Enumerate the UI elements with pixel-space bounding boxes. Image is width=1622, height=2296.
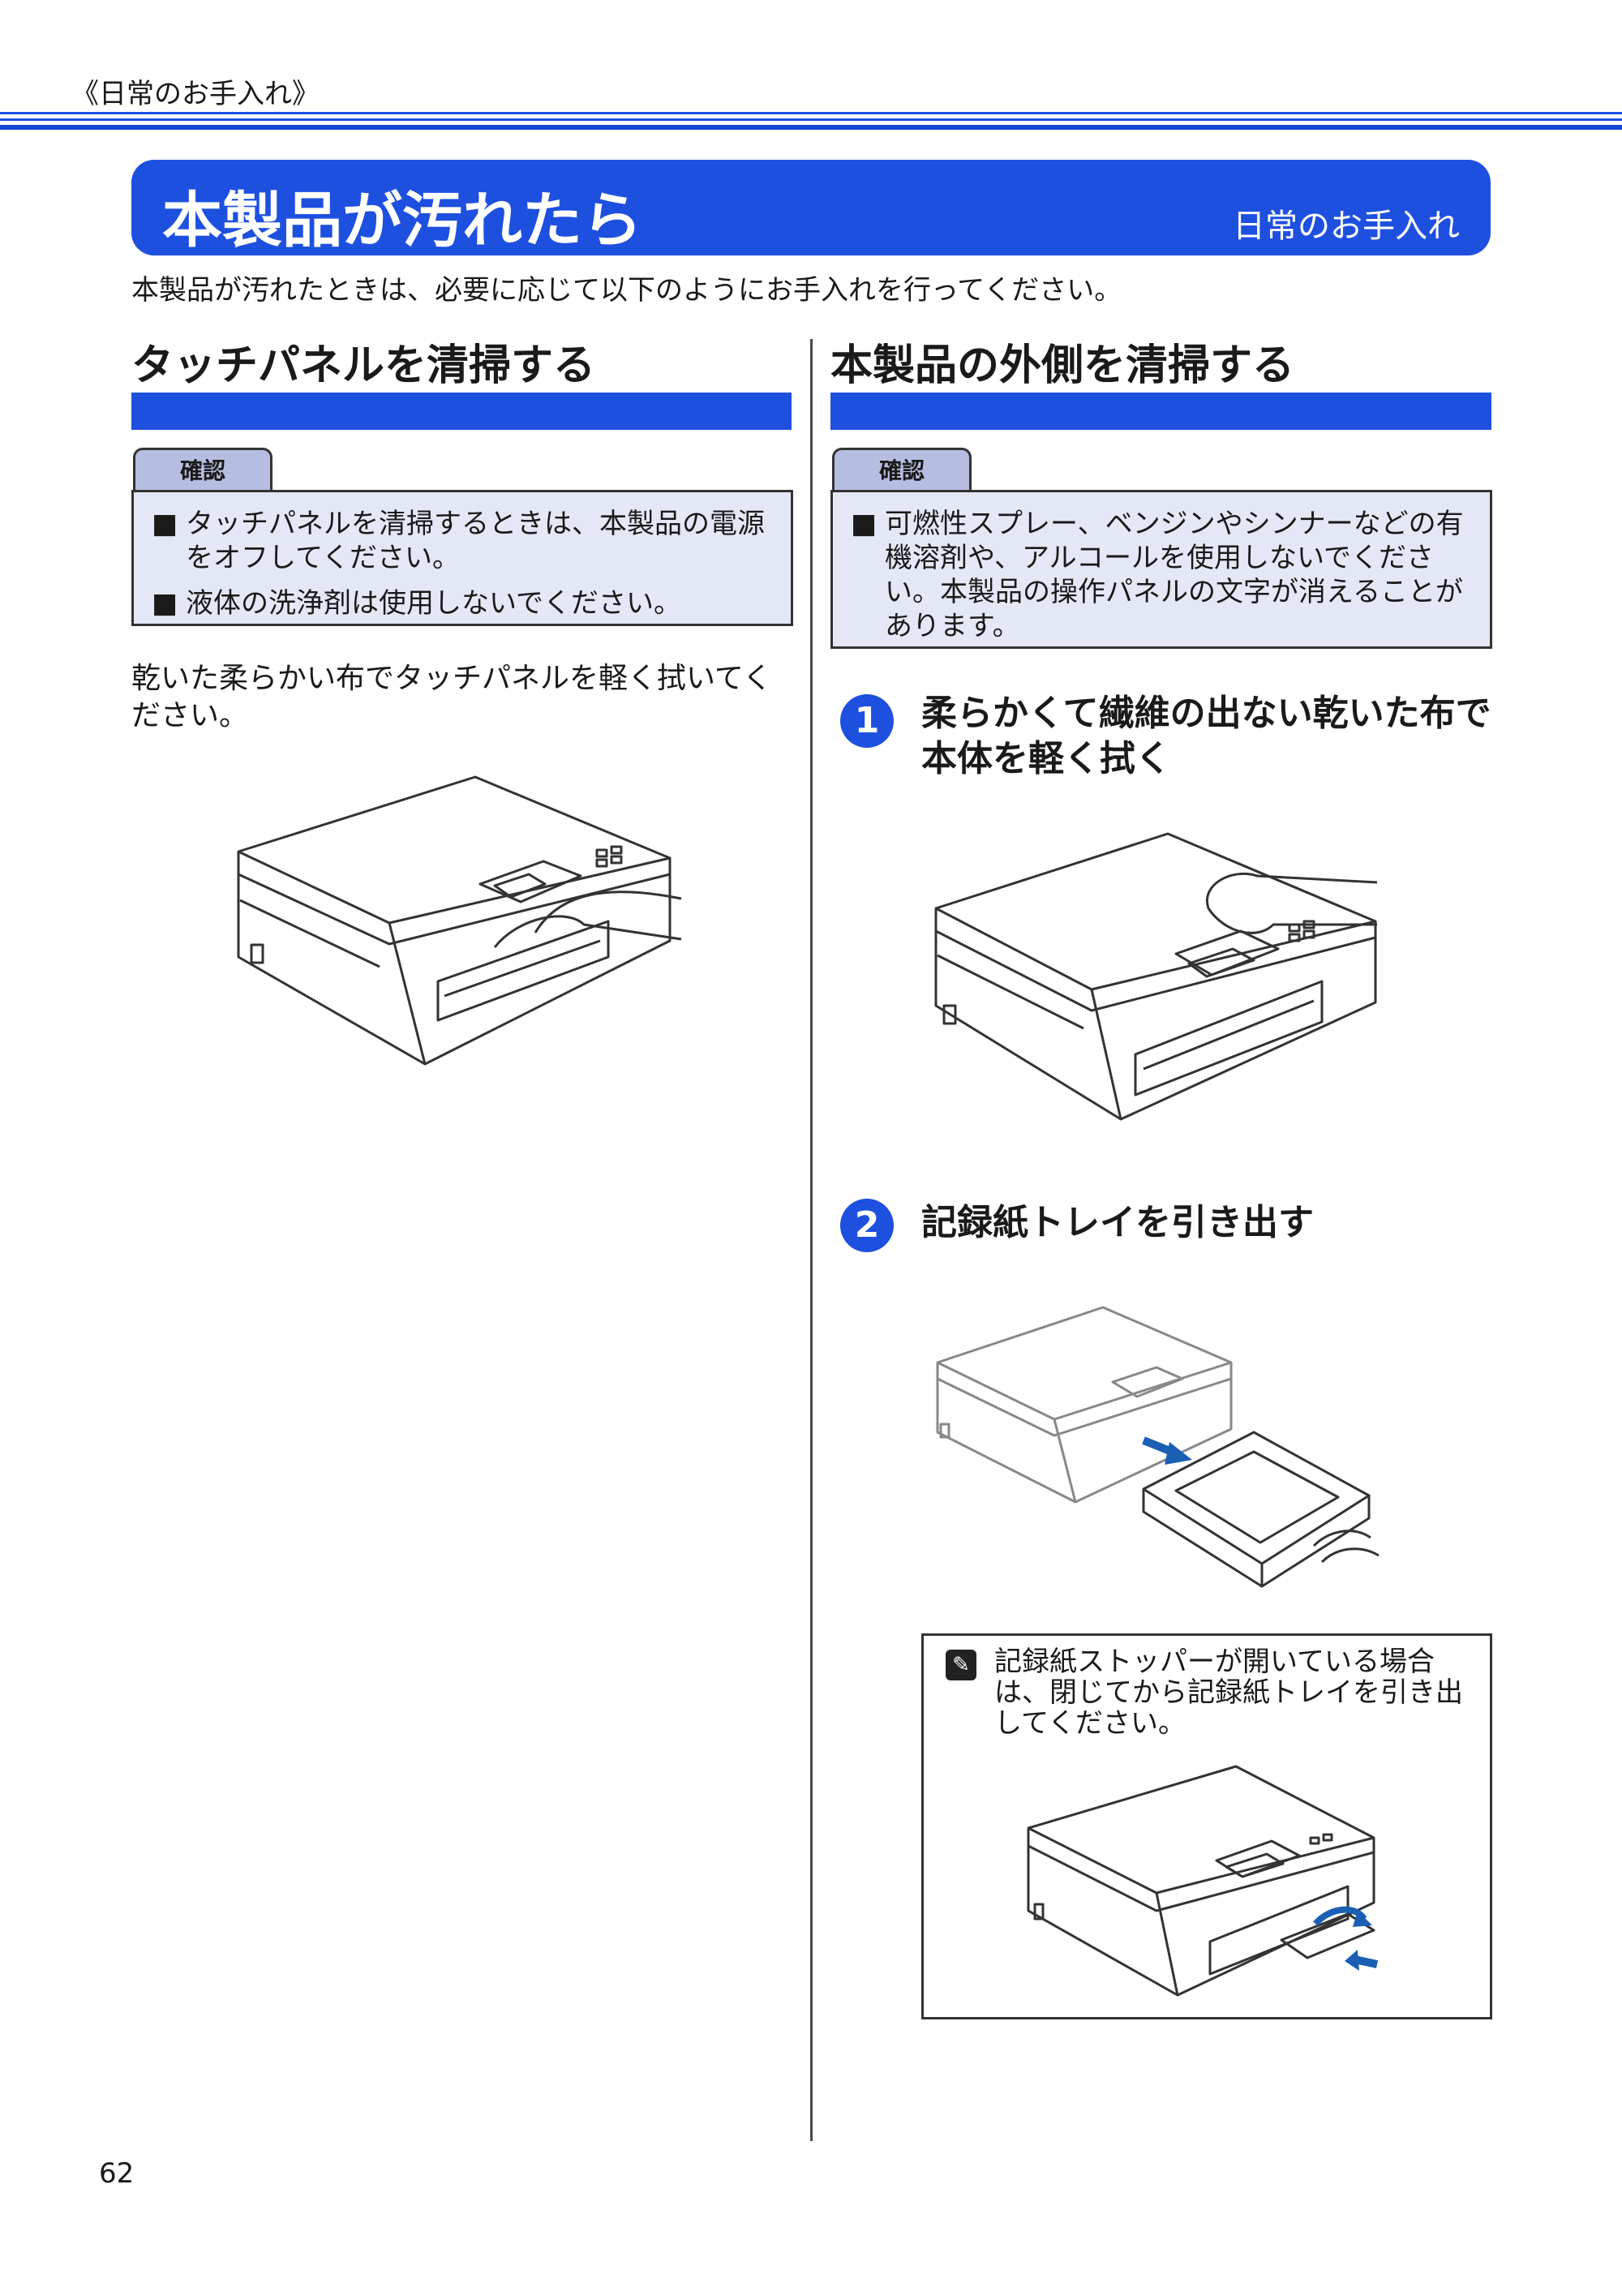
- touch-panel-instruction: 乾いた柔らかい布でタッチパネルを軽く拭いてください。: [131, 662, 772, 732]
- confirm-tab: 確認: [832, 448, 972, 491]
- note-box: [921, 1633, 1492, 2019]
- list-item: ■可燃性スプレー、ベンジンやシンナーなどの有機溶剤や、アルコールを使用しないでく…: [851, 508, 1464, 642]
- printer-stopper-illustration: [1027, 1765, 1379, 1997]
- page-title-banner: [131, 160, 1491, 255]
- section-title-exterior: 本製品の外側を清掃する: [830, 341, 1295, 390]
- header-rule-3: [0, 125, 1622, 130]
- confirm-box: ■可燃性スプレー、ベンジンやシンナーなどの有機溶剤や、アルコールを使用しないでく…: [830, 490, 1492, 649]
- breadcrumb: 《日常のお手入れ》: [71, 78, 320, 110]
- header-rule-1: [0, 112, 1622, 114]
- intro-text: 本製品が汚れたときは、必要に応じて以下のようにお手入れを行ってください。: [131, 274, 1122, 307]
- printer-wipe-illustration: [934, 832, 1378, 1121]
- step-2-text: 記録紙トレイを引き出す: [921, 1202, 1314, 1243]
- page-title: 本製品が汚れたら: [162, 186, 642, 255]
- note-text: 記録紙ストッパーが開いている場合は、閉じてから記録紙トレイを引き出してください。: [994, 1646, 1463, 1740]
- confirm-box: ■タッチパネルを清掃するときは、本製品の電源をオフしてください。 ■液体の洗浄剤…: [131, 490, 793, 626]
- section-title-touch-panel: タッチパネルを清掃する: [131, 341, 596, 390]
- section-bar: [131, 393, 792, 430]
- confirm-tab: 確認: [133, 448, 272, 491]
- note-pencil-icon: ✎: [946, 1650, 976, 1680]
- step-1-number: 1: [840, 694, 894, 748]
- page-number: 62: [99, 2157, 135, 2190]
- step-2-number: 2: [840, 1199, 894, 1252]
- section-bar: [830, 393, 1491, 430]
- pull-tray-illustration: [936, 1306, 1380, 1588]
- header-rule-2: [0, 118, 1622, 121]
- list-item: ■タッチパネルを清掃するときは、本製品の電源をオフしてください。: [152, 508, 765, 574]
- list-item: ■液体の洗浄剤は使用しないでください。: [152, 587, 681, 620]
- chapter-tag: 日常のお手入れ: [1233, 208, 1460, 245]
- column-divider: [810, 339, 813, 2141]
- step-1-text: 柔らかくて繊維の出ない乾いた布で本体を軽く拭く: [921, 693, 1491, 779]
- printer-touch-panel-illustration: [237, 775, 682, 1066]
